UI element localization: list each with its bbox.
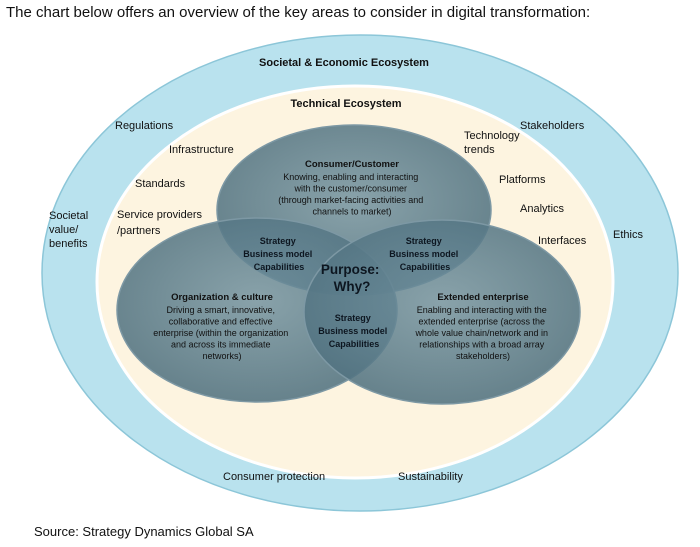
label-infrastructure: Infrastructure [169,144,234,156]
label-ethics: Ethics [613,229,643,241]
label-service-providers: Service providers /partners [117,209,205,237]
strategy-block-left: Strategy Business model Capabilities [243,236,315,272]
label-stakeholders: Stakeholders [520,120,585,132]
heading: The chart below offers an overview of th… [6,4,591,21]
label-regulations: Regulations [115,120,174,132]
label-platforms: Platforms [499,174,546,186]
label-consumer-protection: Consumer protection [223,471,325,483]
label-interfaces: Interfaces [538,235,587,247]
consumer-description: Knowing, enabling and interacting with t… [278,172,426,217]
strategy-block-bottom: Strategy Business model Capabilities [318,313,390,349]
label-analytics: Analytics [520,203,565,215]
organization-description: Driving a smart, innovative, collaborati… [153,305,291,361]
source-footer: Source: Strategy Dynamics Global SA [34,524,254,539]
extended-title: Extended enterprise [437,292,528,303]
outer-ring-title: Societal & Economic Ecosystem [259,57,429,69]
consumer-title: Consumer/Customer [305,159,399,170]
extended-description: Enabling and interacting with the extend… [414,305,550,361]
strategy-block-right: Strategy Business model Capabilities [389,236,461,272]
purpose-center: Purpose: Why? [321,262,383,294]
inner-ring-title: Technical Ecosystem [290,98,401,110]
label-standards: Standards [135,178,186,190]
label-technology-trends: Technology trends [464,130,523,156]
extended-enterprise-circle [303,219,581,405]
label-societal-value: Societal value/ benefits [49,210,91,250]
label-sustainability: Sustainability [398,471,463,483]
organization-title: Organization & culture [171,292,273,303]
